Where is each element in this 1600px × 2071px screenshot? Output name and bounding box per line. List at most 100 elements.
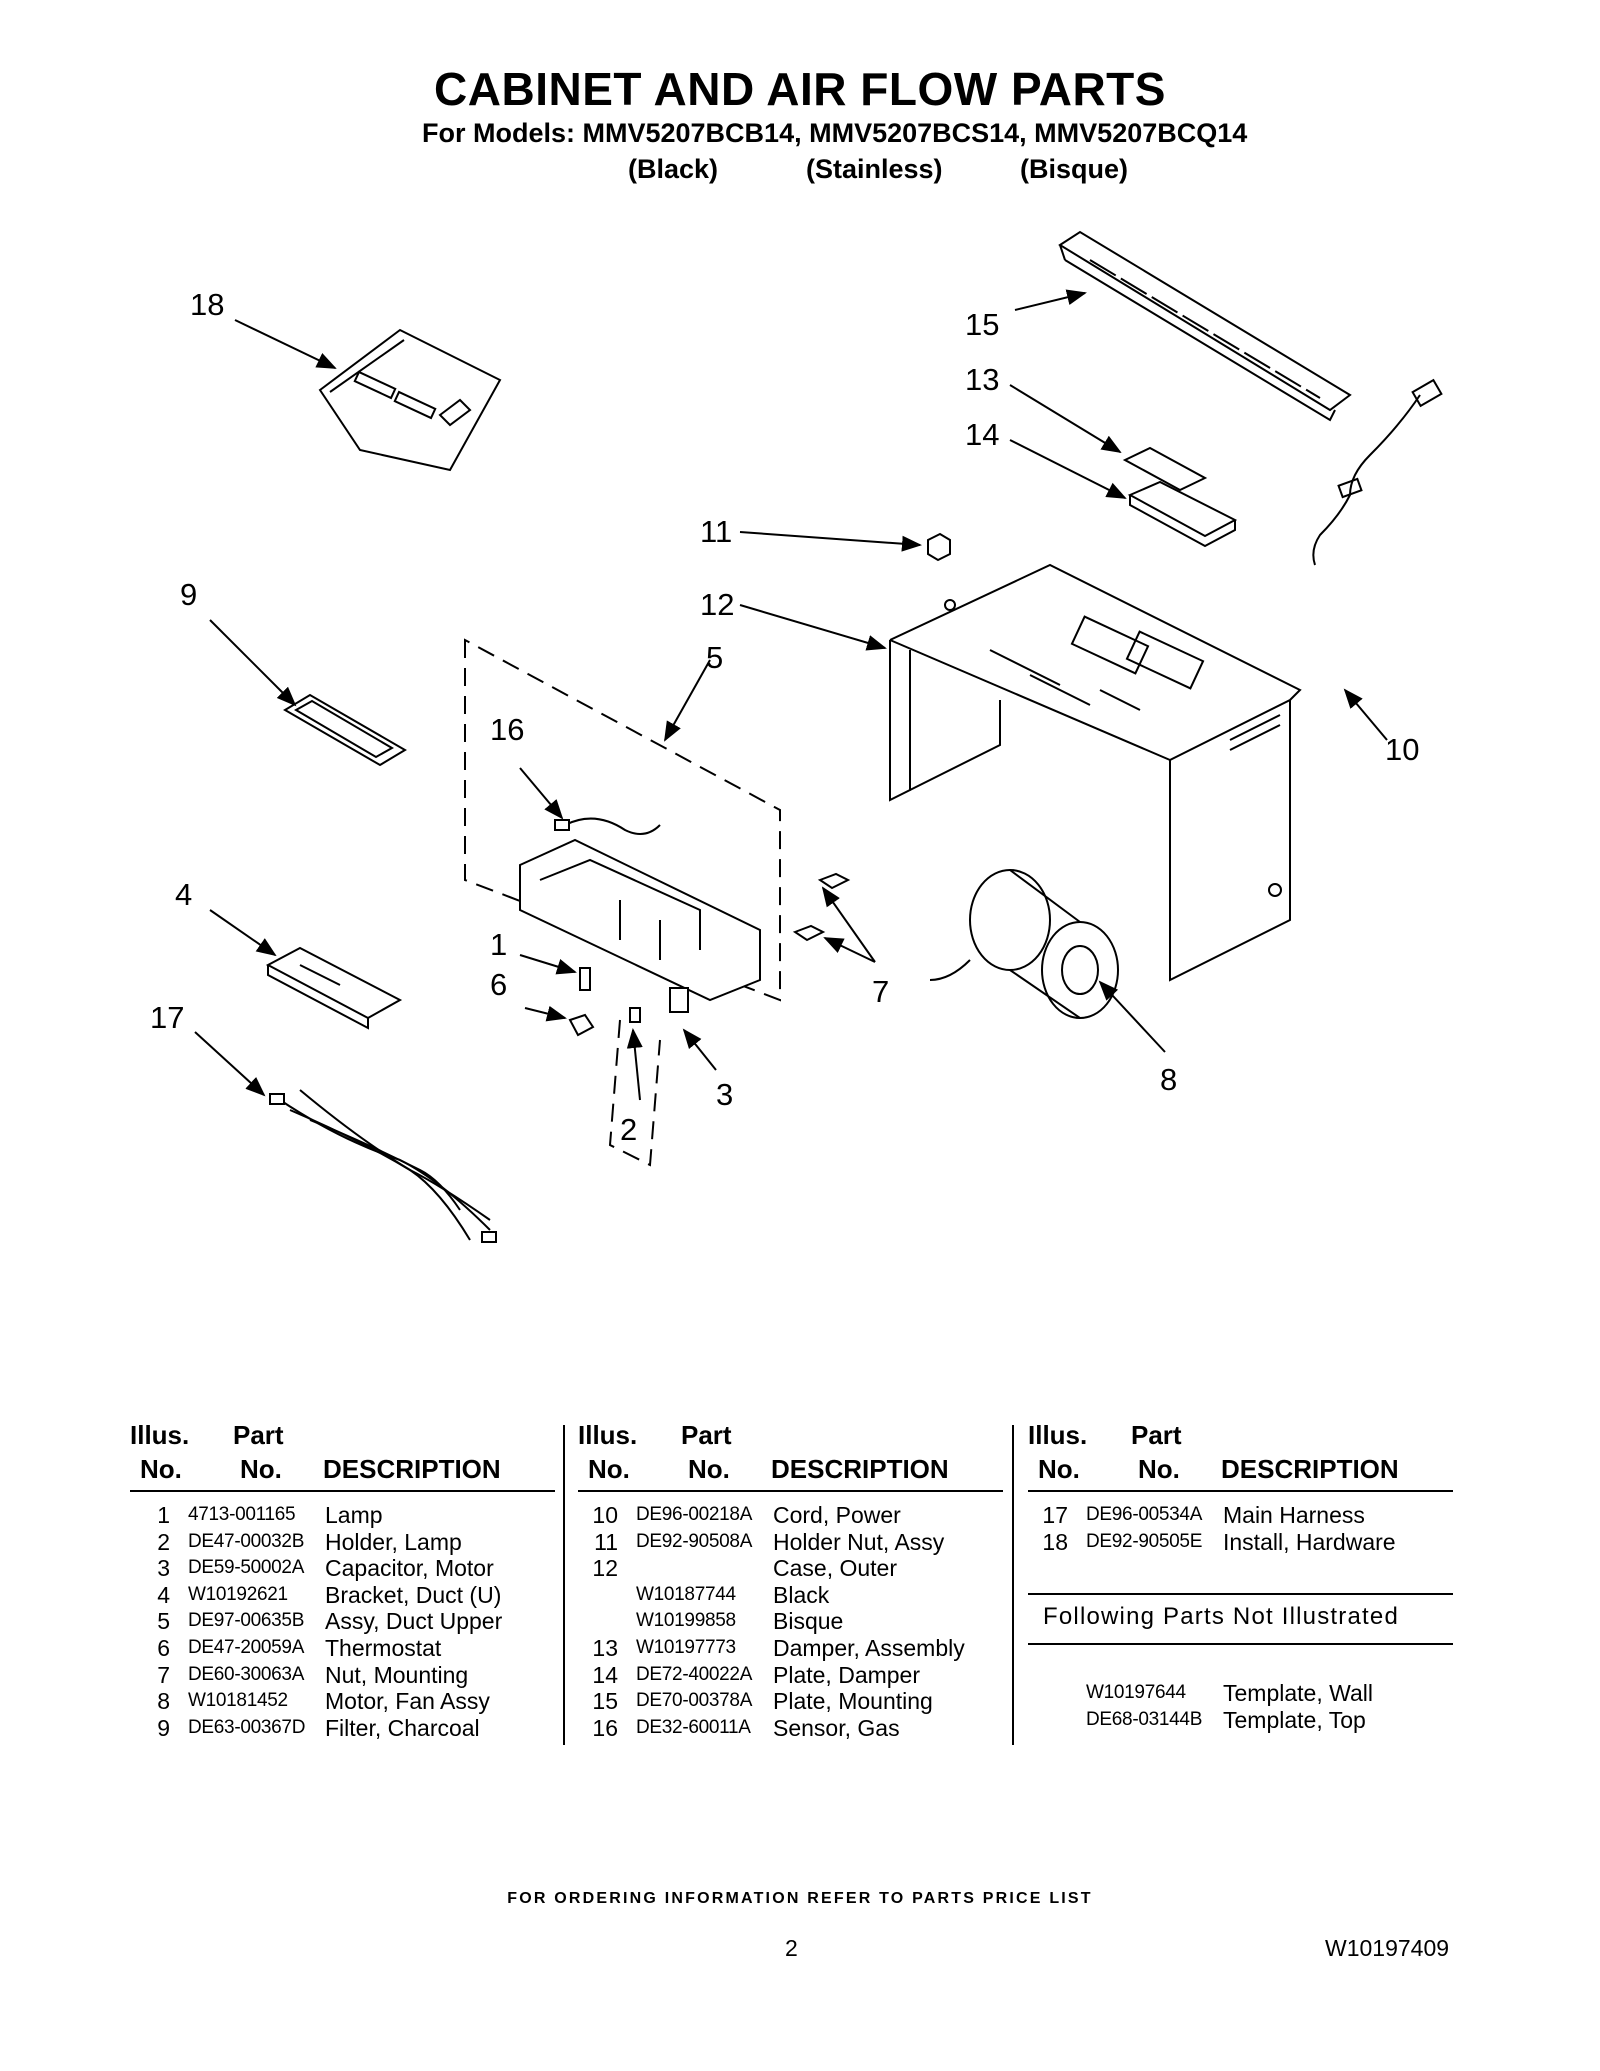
part-number: DE32-60011A [636,1716,751,1738]
illus-number: 16 [592,1714,618,1741]
color-stainless: (Stainless) [806,154,943,184]
illus-number: 17 [1042,1502,1068,1528]
part-number: DE92-90508A [636,1530,753,1552]
page-number: 2 [785,1935,798,1961]
models-line: For Models: MMV5207BCB14, MMV5207BCS14, … [422,118,1248,148]
part-description: Lamp [325,1502,383,1528]
part-no-header: No. [240,1454,282,1484]
mounting-nut-illustration [817,872,851,890]
callout-16: 16 [490,712,524,747]
callout-9: 9 [180,577,197,612]
part-header: Part [681,1420,732,1450]
illus-number: 13 [592,1634,618,1661]
color-black: (Black) [628,154,719,184]
part-header: Part [233,1420,284,1450]
illus-number: 14 [592,1661,618,1688]
illus-number: 4 [157,1581,170,1608]
part-number: DE96-00218A [636,1504,753,1525]
damper-plate-illustration [1127,480,1238,548]
illus-number: 10 [592,1502,618,1528]
part-number: DE96-00534A [1086,1504,1203,1525]
part-description: Bisque [773,1608,844,1635]
part-description: Case, Outer [773,1555,897,1582]
description-header: DESCRIPTION [323,1454,501,1484]
illus-number: 12 [592,1555,618,1582]
parts-row: W10187744 Black [578,1582,1003,1609]
part-number: W10197644 [1086,1682,1186,1703]
illus-header: Illus. [1028,1420,1088,1450]
illus-number: 7 [157,1661,170,1688]
part-number: DE92-90505E [1086,1530,1203,1552]
part-number: DE63-00367D [188,1716,306,1738]
part-number: 4713-001165 [188,1504,296,1525]
part-number: DE47-00032B [188,1530,305,1552]
callout-15: 15 [965,307,999,342]
parts-row: 18 DE92-90505E Install, Hardware [1028,1529,1453,1556]
document-number: W10197409 [1325,1935,1450,1961]
callout-10: 10 [1385,732,1419,767]
callout-4: 4 [175,877,192,912]
part-description: Main Harness [1223,1502,1365,1528]
part-number: DE70-00378A [636,1690,753,1712]
illus-no-header: No. [1038,1454,1080,1484]
part-number: W10187744 [636,1583,736,1605]
part-description: Sensor, Gas [773,1714,900,1741]
callout-3: 3 [716,1077,733,1112]
color-bisque: (Bisque) [1020,154,1128,184]
part-number: DE97-00635B [188,1610,305,1632]
exploded-parts-diagram: 18 15 13 14 11 9 12 5 16 10 4 1 6 7 17 2… [150,230,1443,1243]
holder-nut-illustration [927,532,951,562]
part-description: Assy, Duct Upper [325,1608,503,1635]
callout-8: 8 [1160,1062,1177,1097]
part-no-header: No. [1138,1454,1180,1484]
part-number: W10197773 [636,1636,736,1658]
fan-motor-illustration [929,869,1119,1019]
part-number: DE68-03144B [1086,1708,1203,1730]
callout-7: 7 [872,974,889,1009]
ordering-note: FOR ORDERING INFORMATION REFER TO PARTS … [507,1890,1093,1907]
part-number: DE47-20059A [188,1636,305,1658]
part-no-header: No. [688,1454,730,1484]
parts-row: 12 Case, Outer [578,1555,1003,1582]
not-illustrated-bottom-rule [1028,1643,1453,1645]
illus-number: 18 [1042,1528,1068,1555]
parts-row: 17 DE96-00534A Main Harness [1028,1502,1453,1529]
description-header: DESCRIPTION [1221,1454,1399,1484]
page-title: CABINET AND AIR FLOW PARTS [434,63,1166,115]
column-divider [563,1425,565,1745]
part-description: Nut, Mounting [325,1661,469,1688]
part-description: Holder, Lamp [325,1528,462,1555]
part-number: DE72-40022A [636,1663,753,1685]
callout-12: 12 [700,587,734,622]
parts-row: 16 DE32-60011A Sensor, Gas [578,1715,1003,1742]
parts-row: W10199858 Bisque [578,1608,1003,1635]
illus-number: 8 [157,1688,170,1715]
part-description: Template, Wall [1223,1680,1373,1706]
part-description: Template, Top [1223,1706,1366,1733]
callout-2: 2 [620,1112,637,1147]
duct-upper-illustration [519,838,761,1002]
part-number: W10199858 [636,1610,736,1632]
not-illustrated-top-rule [1028,1593,1453,1595]
part-description: Install, Hardware [1223,1528,1396,1555]
damper-illustration [1122,446,1208,492]
illus-no-header: No. [588,1454,630,1484]
thermostat-illustration [568,1013,595,1037]
illus-number: 6 [157,1634,170,1661]
gas-sensor-illustration [554,819,570,831]
charcoal-filter-illustration [283,693,407,767]
part-description: Cord, Power [773,1502,901,1528]
description-header: DESCRIPTION [771,1454,949,1484]
part-description: Black [773,1581,830,1608]
outer-case-illustration [889,563,1302,982]
part-description: Plate, Mounting [773,1688,933,1715]
